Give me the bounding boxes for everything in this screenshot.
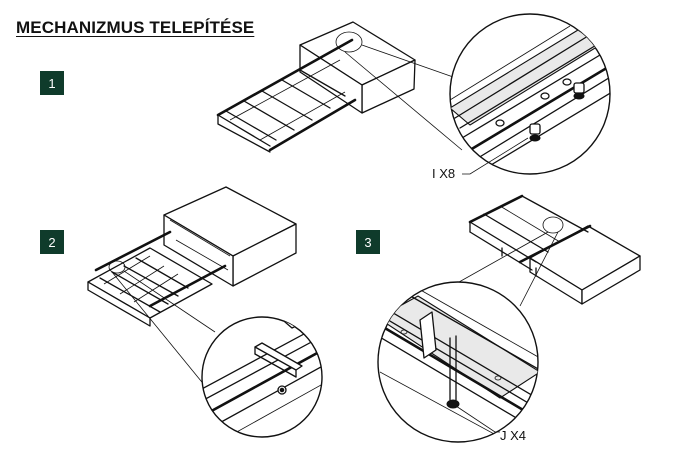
step-3-badge: 3 bbox=[356, 230, 380, 254]
step-2-zoom-detail bbox=[201, 316, 323, 438]
step-1-drawer-illustration bbox=[216, 21, 463, 153]
step-3-zoom-detail bbox=[377, 281, 539, 443]
step-1-badge: 1 bbox=[40, 71, 64, 95]
callout-label-i: I X8 bbox=[432, 166, 456, 181]
step-3-drawer-illustration bbox=[394, 194, 641, 319]
page-title: MECHANIZMUS TELEPÍTÉSE bbox=[16, 18, 255, 37]
step-1-zoom-detail bbox=[449, 13, 611, 175]
callout-label-j: J X4 bbox=[500, 428, 527, 443]
step-2-badge: 2 bbox=[40, 230, 64, 254]
step-2-cabinet-illustration bbox=[87, 186, 297, 393]
